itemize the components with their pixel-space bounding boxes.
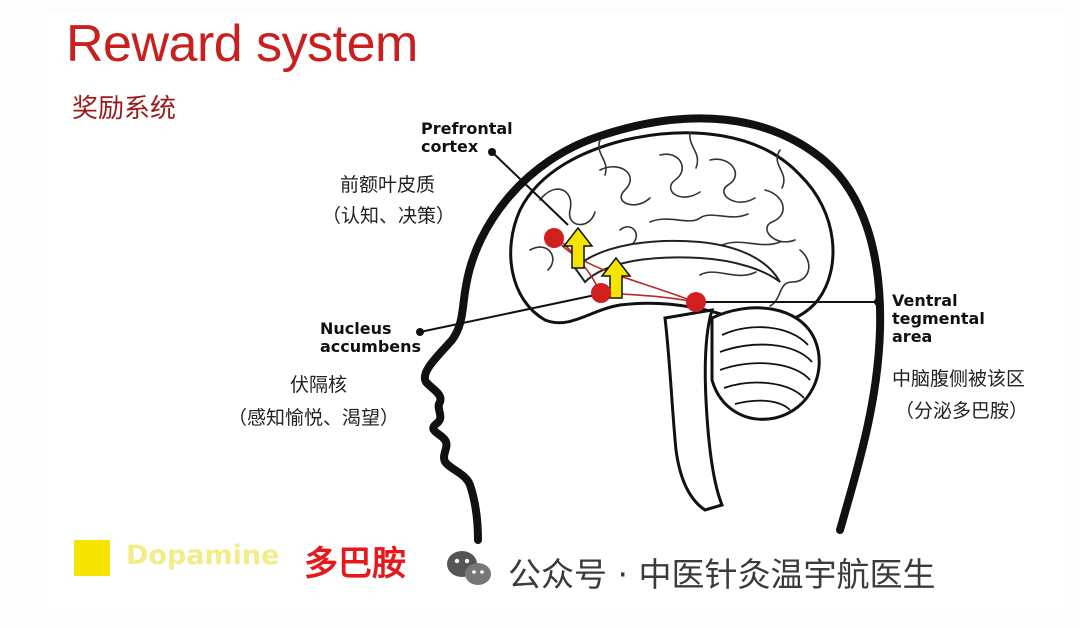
label-vta-note: （分泌多巴胺） <box>895 400 1029 422</box>
legend-label: Dopamine <box>126 540 280 571</box>
label-accumbens-cn: 伏隔核 <box>290 374 348 396</box>
cerebellum <box>710 306 821 421</box>
label-prefrontal-cn: 前额叶皮质 <box>340 174 436 196</box>
node-prefrontal <box>544 228 564 248</box>
label-vta-cn: 中脑腹侧被该区 <box>892 368 1026 390</box>
label-prefrontal-note: （认知、决策） <box>322 205 456 227</box>
head-outline <box>420 114 885 544</box>
page-title: Reward system <box>66 15 418 73</box>
legend-swatch <box>74 540 110 576</box>
label-vta-en: Ventral tegmental area <box>892 291 985 346</box>
node-accumbens <box>591 283 611 303</box>
pointer-dot-vta <box>874 298 882 306</box>
wechat-icon <box>447 551 491 585</box>
watermark: 公众号 · 中医针灸温宇航医生 <box>446 548 935 596</box>
pointer-lines <box>419 151 878 333</box>
dopamine-arrow-lower <box>600 256 632 299</box>
watermark-text: 公众号 · 中医针灸温宇航医生 <box>508 555 936 594</box>
brainstem <box>663 308 725 512</box>
corpus-callosum <box>573 239 781 284</box>
label-accumbens-note: （感知愉悦、渴望） <box>228 407 400 429</box>
dopamine-arrow-upper <box>562 226 594 269</box>
pointer-dot-prefrontal <box>488 148 496 156</box>
pointer-dot-accumbens <box>416 328 424 336</box>
label-accumbens-en: Nucleus accumbens <box>320 319 422 356</box>
label-prefrontal-en: Prefrontal cortex <box>421 119 513 156</box>
legend-label-cn: 多巴胺 <box>304 544 406 584</box>
node-vta <box>686 292 706 312</box>
page-subtitle: 奖励系统 <box>72 94 177 124</box>
cerebrum-outline <box>509 131 835 326</box>
